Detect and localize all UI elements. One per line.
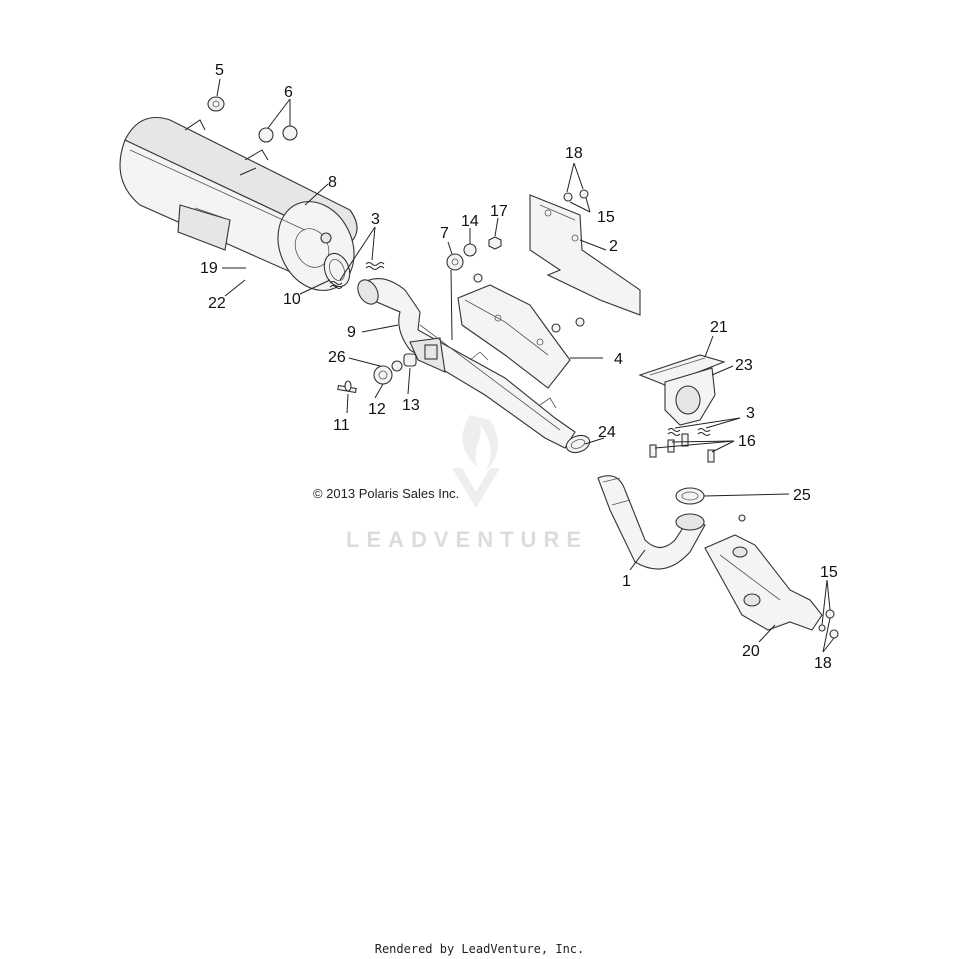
manifold-gasket-21: [638, 354, 726, 386]
callout-26: 26: [328, 349, 346, 366]
callout-23: 23: [735, 357, 753, 374]
leader-lines: [216, 78, 835, 653]
bracket-2: [529, 194, 641, 316]
callout-3-lower: 3: [746, 405, 755, 422]
nut-17: [488, 236, 502, 250]
callout-19: 19: [200, 260, 218, 277]
exhaust-manifold-23: [664, 367, 716, 426]
callout-8: 8: [328, 174, 337, 191]
head-pipe: [357, 278, 576, 449]
callout-4: 4: [614, 351, 623, 368]
springs-3-upper: [329, 262, 385, 289]
callout-17: 17: [490, 203, 508, 220]
callout-9: 9: [347, 324, 356, 341]
rendered-by-footer: Rendered by LeadVenture, Inc.: [374, 942, 585, 956]
callout-12: 12: [368, 401, 386, 418]
callout-18-lower: 18: [814, 655, 832, 672]
heat-shield-20: [704, 514, 823, 631]
spacer-13: [403, 353, 417, 367]
callout-13: 13: [402, 397, 420, 414]
callout-24: 24: [598, 424, 616, 441]
bushing-12: [373, 365, 393, 385]
leadventure-logo-watermark: [452, 415, 500, 508]
heat-shield-4: [457, 284, 571, 389]
callout-16: 16: [738, 433, 756, 450]
callout-10: 10: [283, 291, 301, 308]
washer-26: [391, 360, 403, 372]
bolts-16: [649, 433, 715, 463]
callout-15-lower: 15: [820, 564, 838, 581]
callout-11: 11: [333, 417, 350, 434]
nuts-18-upper: [473, 189, 589, 333]
washer-7: [446, 253, 464, 271]
callout-20: 20: [742, 643, 760, 660]
callout-3-upper: 3: [371, 211, 380, 228]
callout-25: 25: [793, 487, 811, 504]
grommet-6: [258, 125, 298, 143]
callout-7: 7: [440, 225, 449, 242]
grommet-5: [207, 96, 225, 112]
callout-labels: 5 6 8 3 19 22 10 9 26 12 11 13 7 14 17 1…: [200, 62, 838, 672]
washer-14: [463, 243, 477, 257]
callout-2: 2: [609, 238, 618, 255]
gasket-24: [565, 434, 591, 454]
callout-22: 22: [208, 295, 226, 312]
leadventure-watermark: LEADVENTURE: [346, 527, 589, 552]
callout-6: 6: [284, 84, 293, 101]
copyright-notice: © 2013 Polaris Sales Inc.: [313, 486, 460, 501]
callout-1: 1: [622, 573, 631, 590]
callout-5: 5: [215, 62, 224, 79]
gasket-10: [323, 252, 351, 288]
callout-21: 21: [710, 319, 728, 336]
gasket-25: [675, 487, 705, 505]
callout-18-upper: 18: [565, 145, 583, 162]
callout-14: 14: [461, 213, 479, 230]
springs-3-lower: [667, 428, 711, 436]
bolt-11: [337, 380, 357, 394]
front-pipe-1: [597, 475, 706, 570]
callout-15-upper: 15: [597, 209, 615, 226]
